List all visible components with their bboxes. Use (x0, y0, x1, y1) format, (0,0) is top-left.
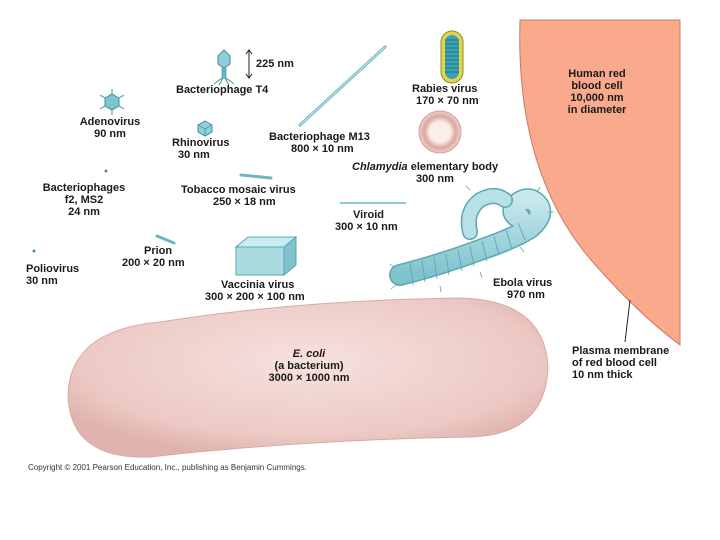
bacteriophage-m13-label: Bacteriophage M13 800 × 10 nm (269, 131, 370, 155)
prion-size: 200 × 20 nm (122, 257, 185, 269)
viroid-size: 300 × 10 nm (335, 221, 398, 233)
rabies-virus-shape (440, 30, 464, 84)
rbc-line4: in diameter (567, 104, 627, 116)
tobacco-label: Tobacco mosaic virus 250 × 18 nm (181, 184, 296, 208)
bacteriophage-f2-shape (104, 169, 108, 173)
red-blood-cell (519, 19, 681, 347)
phages-f2-label: Bacteriophages f2, MS2 24 nm (30, 182, 138, 218)
chlamydia-name-rest: elementary body (407, 161, 499, 173)
adenovirus-shape (99, 89, 125, 115)
adenovirus-size: 90 nm (94, 128, 126, 140)
prion-shape (155, 234, 176, 245)
viroid-name: Viroid (353, 209, 384, 221)
chlamydia-label: Chlamydia elementary body 300 nm (352, 161, 498, 185)
plasma-membrane-label: Plasma membrane of red blood cell 10 nm … (572, 345, 669, 381)
poliovirus-label: Poliovirus 30 nm (26, 263, 79, 287)
bacteriophage-m13-name: Bacteriophage M13 (269, 131, 370, 143)
tobacco-name: Tobacco mosaic virus (181, 184, 296, 196)
chlamydia-size: 300 nm (416, 173, 454, 185)
bacteriophage-m13-size: 800 × 10 nm (291, 143, 354, 155)
tobacco-size: 250 × 18 nm (213, 196, 276, 208)
ebola-label: Ebola virus 970 nm (493, 277, 552, 301)
vaccinia-name: Vaccinia virus (221, 279, 295, 291)
poliovirus-name: Poliovirus (26, 263, 80, 275)
poliovirus-size: 30 nm (26, 275, 58, 287)
viroid-label: Viroid 300 × 10 nm (335, 209, 398, 233)
rhinovirus-name: Rhinovirus (172, 137, 230, 149)
adenovirus-name: Adenovirus (79, 116, 141, 128)
tobacco-mosaic-virus-shape (239, 173, 273, 180)
phages-f2-line1: Bacteriophages (42, 182, 126, 194)
vaccinia-virus-shape (234, 235, 298, 277)
ebola-name: Ebola virus (493, 277, 553, 289)
phages-f2-line2: f2, MS2 (64, 194, 104, 206)
scale-bar-label: 225 nm (256, 58, 294, 70)
bacteriophage-t4-shape (213, 49, 235, 86)
rbc-line3: 10,000 nm (570, 92, 624, 104)
phages-f2-line3: 24 nm (68, 206, 100, 218)
rabies-name: Rabies virus (412, 83, 478, 95)
rhinovirus-label: Rhinovirus 30 nm (172, 137, 229, 161)
copyright-text: Copyright © 2001 Pearson Education, Inc.… (28, 463, 307, 472)
ecoli-size: 3000 × 1000 nm (268, 372, 350, 384)
plasma-line3: 10 nm thick (572, 369, 633, 381)
chlamydia-name-italic: Chlamydia (352, 161, 408, 173)
rabies-size: 170 × 70 nm (416, 95, 479, 107)
ecoli-line2: (a bacterium) (274, 360, 344, 372)
prion-name: Prion (144, 245, 173, 257)
adenovirus-label: Adenovirus 90 nm (60, 116, 160, 140)
rbc-label: Human red blood cell 10,000 nm in diamet… (562, 68, 632, 116)
plasma-line2: of red blood cell (572, 357, 657, 369)
bacteriophage-t4-label: Bacteriophage T4 (176, 84, 269, 96)
plasma-line1: Plasma membrane (572, 345, 670, 357)
ebola-virus-shape (389, 185, 554, 293)
rhinovirus-size: 30 nm (178, 149, 210, 161)
rbc-line1: Human red (568, 68, 626, 80)
poliovirus-shape (32, 249, 36, 253)
vaccinia-size: 300 × 200 × 100 nm (205, 291, 305, 303)
rabies-label: Rabies virus 170 × 70 nm (412, 83, 479, 107)
ecoli-name: E. coli (292, 348, 326, 360)
scale-bar (245, 49, 253, 79)
rbc-line2: blood cell (571, 80, 623, 92)
ecoli-cell (67, 297, 549, 458)
prion-label: Prion 200 × 20 nm (122, 245, 185, 269)
plasma-membrane-pointer (624, 299, 631, 343)
rhinovirus-shape (197, 120, 213, 137)
ecoli-label: E. coli (a bacterium) 3000 × 1000 nm (254, 348, 364, 384)
vaccinia-label: Vaccinia virus 300 × 200 × 100 nm (205, 279, 305, 303)
ebola-size: 970 nm (507, 289, 545, 301)
